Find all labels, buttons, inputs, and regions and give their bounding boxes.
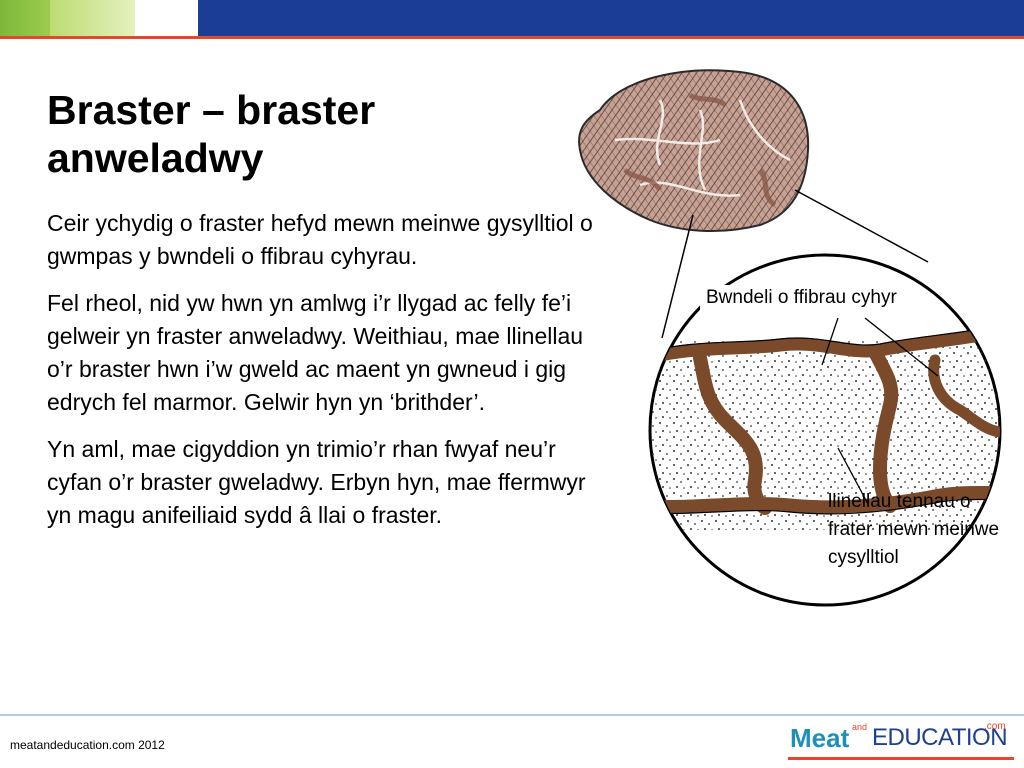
connector-line-right — [794, 189, 929, 263]
magnified-view — [648, 253, 1002, 607]
header-green-block — [0, 0, 50, 38]
paragraph-3: Yn aml, mae cigyddion yn trimio’r rhan f… — [47, 436, 586, 528]
paragraph-1: Ceir ychydig o fraster hefyd mewn meinwe… — [47, 210, 593, 269]
slide-body: Ceir ychydig o fraster hefyd mewn meinwe… — [47, 207, 607, 546]
logo-meat: Meat — [790, 723, 850, 753]
footer-divider — [0, 714, 1024, 716]
meat-marbling-diagram — [578, 69, 1002, 607]
label-fat-lines: llinellau tennau o frater mewn meinwe cy… — [828, 491, 1000, 568]
meat-chunk — [578, 69, 810, 232]
logo-com: .com — [984, 721, 1006, 732]
header-bar — [0, 0, 1024, 39]
header-blue-block — [198, 0, 1024, 38]
paragraph-2: Fel rheol, nid yw hwn yn amlwg i’r llyga… — [47, 290, 584, 415]
header-white-block — [135, 0, 198, 38]
connector-line-left — [661, 214, 694, 339]
header-red-line — [0, 36, 1024, 39]
header-lightgreen-block — [50, 0, 135, 38]
logo-education: EDUCATION — [872, 724, 1008, 751]
label-muscle-fibre-bundles: Bwndeli o ffibrau cyhyr — [700, 285, 903, 311]
logo-and: and — [852, 722, 868, 732]
footer-text: meatandeducation.com 2012 — [10, 738, 165, 752]
meat-and-education-logo: Meat and EDUCATION .com — [788, 720, 1014, 760]
slide-title: Braster – braster anweladwy — [47, 87, 376, 181]
